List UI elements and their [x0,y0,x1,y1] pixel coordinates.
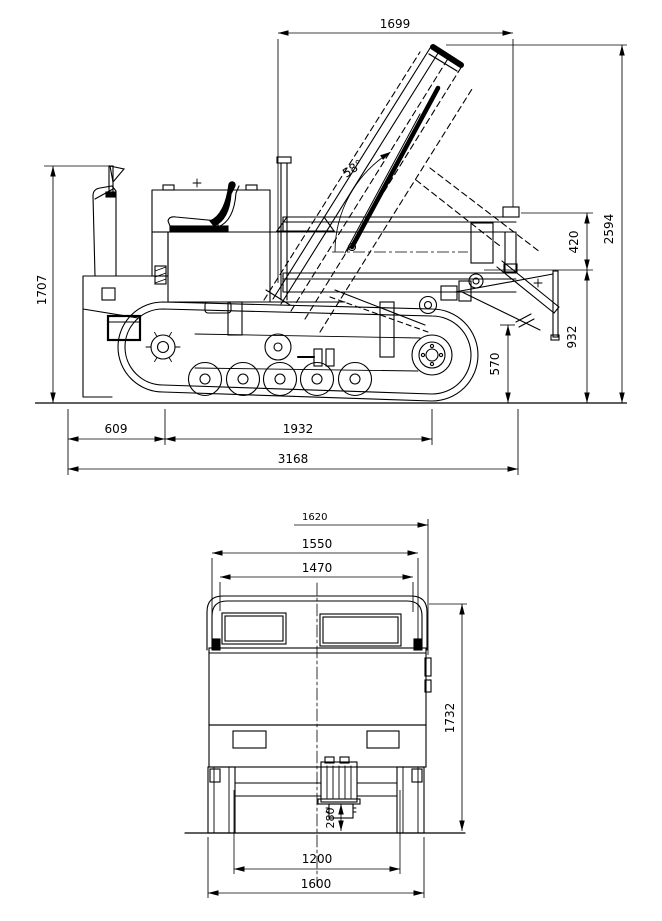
dim-ground-clearance: 280 [324,808,337,829]
hydraulic-cylinder [344,85,441,254]
drive-sprocket [145,331,181,363]
side-view [82,44,560,402]
dim-overall-width: 1600 [301,877,332,891]
rear-view [184,582,466,887]
bed-body [208,647,432,726]
exhaust-stack [92,165,126,277]
dim-overall-height-rear: 1732 [443,703,457,734]
dim-deck-to-pivot: 420 [567,231,581,254]
dim-overall-length: 3168 [278,452,309,466]
dim-guard-width: 1550 [302,537,333,551]
rear-view-dimensions: 1620 1550 1470 1732 280 1200 1600 [207,512,467,898]
dim-pivot-to-ground: 932 [565,326,579,349]
dim-guard-inner-width: 1470 [302,561,333,575]
tilt-angle-annotation: 58° [332,151,468,253]
dim-track-length: 1932 [283,422,314,436]
dim-front-overhang: 609 [105,422,128,436]
rear-idler-wheel [411,334,453,376]
bed-guard-frame [206,595,428,651]
side-front-body [82,275,169,398]
dim-track-centers: 1200 [302,852,333,866]
center-cross-icon [533,278,543,288]
chassis-rails [282,206,520,293]
dim-bed-top-span: 1699 [380,17,411,31]
dim-height-to-stack: 1707 [35,275,49,306]
axle-gearbox [234,756,398,819]
tipped-dump-bed [263,44,541,333]
lower-body [208,724,427,768]
bed-top-rail [430,44,464,68]
dim-tail-to-ground: 570 [488,353,502,376]
top-roller [264,333,292,361]
road-wheels [187,361,373,397]
right-track-rear [396,766,425,834]
dim-overall-height: 2594 [602,214,616,245]
joystick-icon [192,178,202,188]
left-track-rear [207,766,236,834]
track-assembly [117,301,479,402]
operator-seat [167,178,240,233]
dim-upper-width: 1620 [302,512,327,523]
